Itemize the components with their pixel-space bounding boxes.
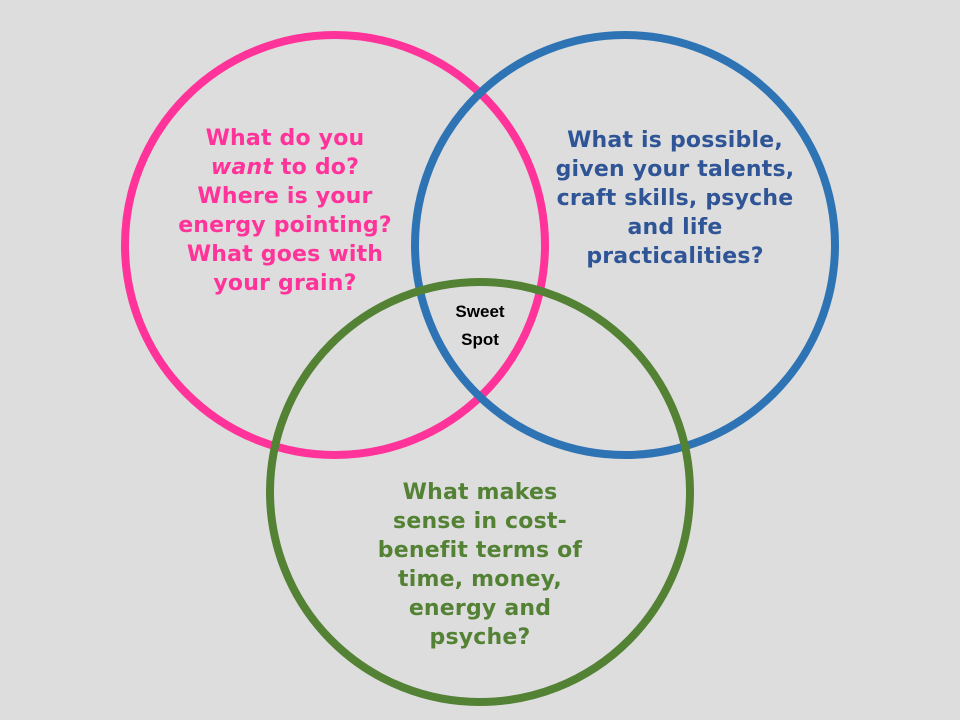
possible-line: What is possible, <box>567 128 783 153</box>
sense-line: time, money, <box>398 567 562 592</box>
sense-line: What makes <box>402 480 558 505</box>
possible-line: practicalities? <box>586 244 764 269</box>
want-circle <box>121 31 549 459</box>
want-line: want to do? <box>210 155 360 180</box>
sense-line: sense in cost- <box>393 509 567 534</box>
sweet-spot-label: Sweet Spot <box>420 298 540 354</box>
want-line: What goes with <box>186 242 384 267</box>
want-line: Where is your <box>197 184 373 209</box>
sense-circle <box>266 278 694 706</box>
possible-line: craft skills, psyche <box>556 186 794 211</box>
want-line: What do you <box>205 126 365 151</box>
want-line: energy pointing? <box>178 213 392 238</box>
possible-line: and life <box>627 215 723 240</box>
possible-circle <box>411 31 839 459</box>
sense-line: psyche? <box>429 625 531 650</box>
want-question: What do you want to do? Where is your en… <box>150 124 420 298</box>
sense-question: What makes sense in cost- benefit terms … <box>345 478 615 652</box>
sense-line: energy and <box>408 596 552 621</box>
possible-question: What is possible, given your talents, cr… <box>540 126 810 271</box>
sweet-spot-line: Sweet <box>455 302 505 321</box>
possible-line: given your talents, <box>555 157 795 182</box>
want-line: your grain? <box>213 271 357 296</box>
sweet-spot-line: Spot <box>461 330 499 349</box>
sense-line: benefit terms of <box>377 538 583 563</box>
